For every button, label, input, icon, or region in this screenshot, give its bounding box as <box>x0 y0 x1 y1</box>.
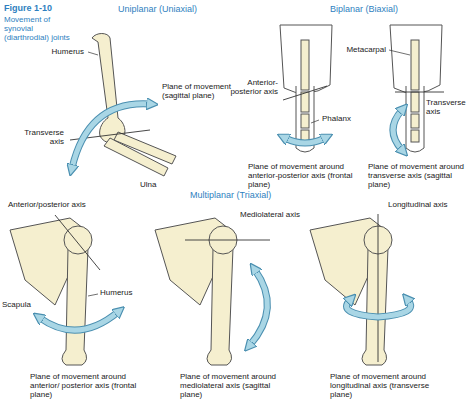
plane-label: Plane of movement around anterior/ poste… <box>30 372 140 400</box>
plane-label: Plane of movement around transverse axis… <box>368 162 470 190</box>
axis-label: Anterior/posterior axis <box>8 200 118 209</box>
figure-number: Figure 1-10 <box>4 3 94 13</box>
axis-label: Transverse axis <box>426 98 470 116</box>
axis-label: Transverse axis <box>14 128 64 146</box>
plane-label: Plane of movement around anterior-poster… <box>248 162 358 190</box>
panel-heading: Multiplanar (Triaxial) <box>190 190 330 200</box>
bone-label: Scapula <box>2 300 36 309</box>
elbow-figure <box>70 34 176 177</box>
plane-label: Plane of movement around longitudinal ax… <box>330 372 445 400</box>
hand-figure <box>389 25 444 152</box>
axis-label: Longitudinal axis <box>388 200 468 209</box>
plane-label: Plane of movement around mediolateral ax… <box>180 372 290 400</box>
figure-caption: Movement of synovial (diarthrodial) join… <box>4 15 76 43</box>
plane-label: Plane of movement (sagittal plane) <box>162 82 242 100</box>
hand-figure <box>280 25 332 152</box>
bone-label: Phalanx <box>322 114 358 123</box>
axis-label: Mediolateral axis <box>240 210 320 219</box>
bone-label: Humerus <box>44 47 84 56</box>
bone-label: Ulna <box>140 180 170 189</box>
shoulder-figure <box>155 218 270 365</box>
bone-label: Metacarpal <box>338 45 386 54</box>
bone-label: Humerus <box>100 288 140 297</box>
panel-heading: Uniplanar (Uniaxial) <box>118 4 228 14</box>
panel-heading: Biplanar (Biaxial) <box>330 4 440 14</box>
axis-label: Anterior-posterior axis <box>230 78 278 96</box>
shoulder-figure <box>310 214 411 365</box>
